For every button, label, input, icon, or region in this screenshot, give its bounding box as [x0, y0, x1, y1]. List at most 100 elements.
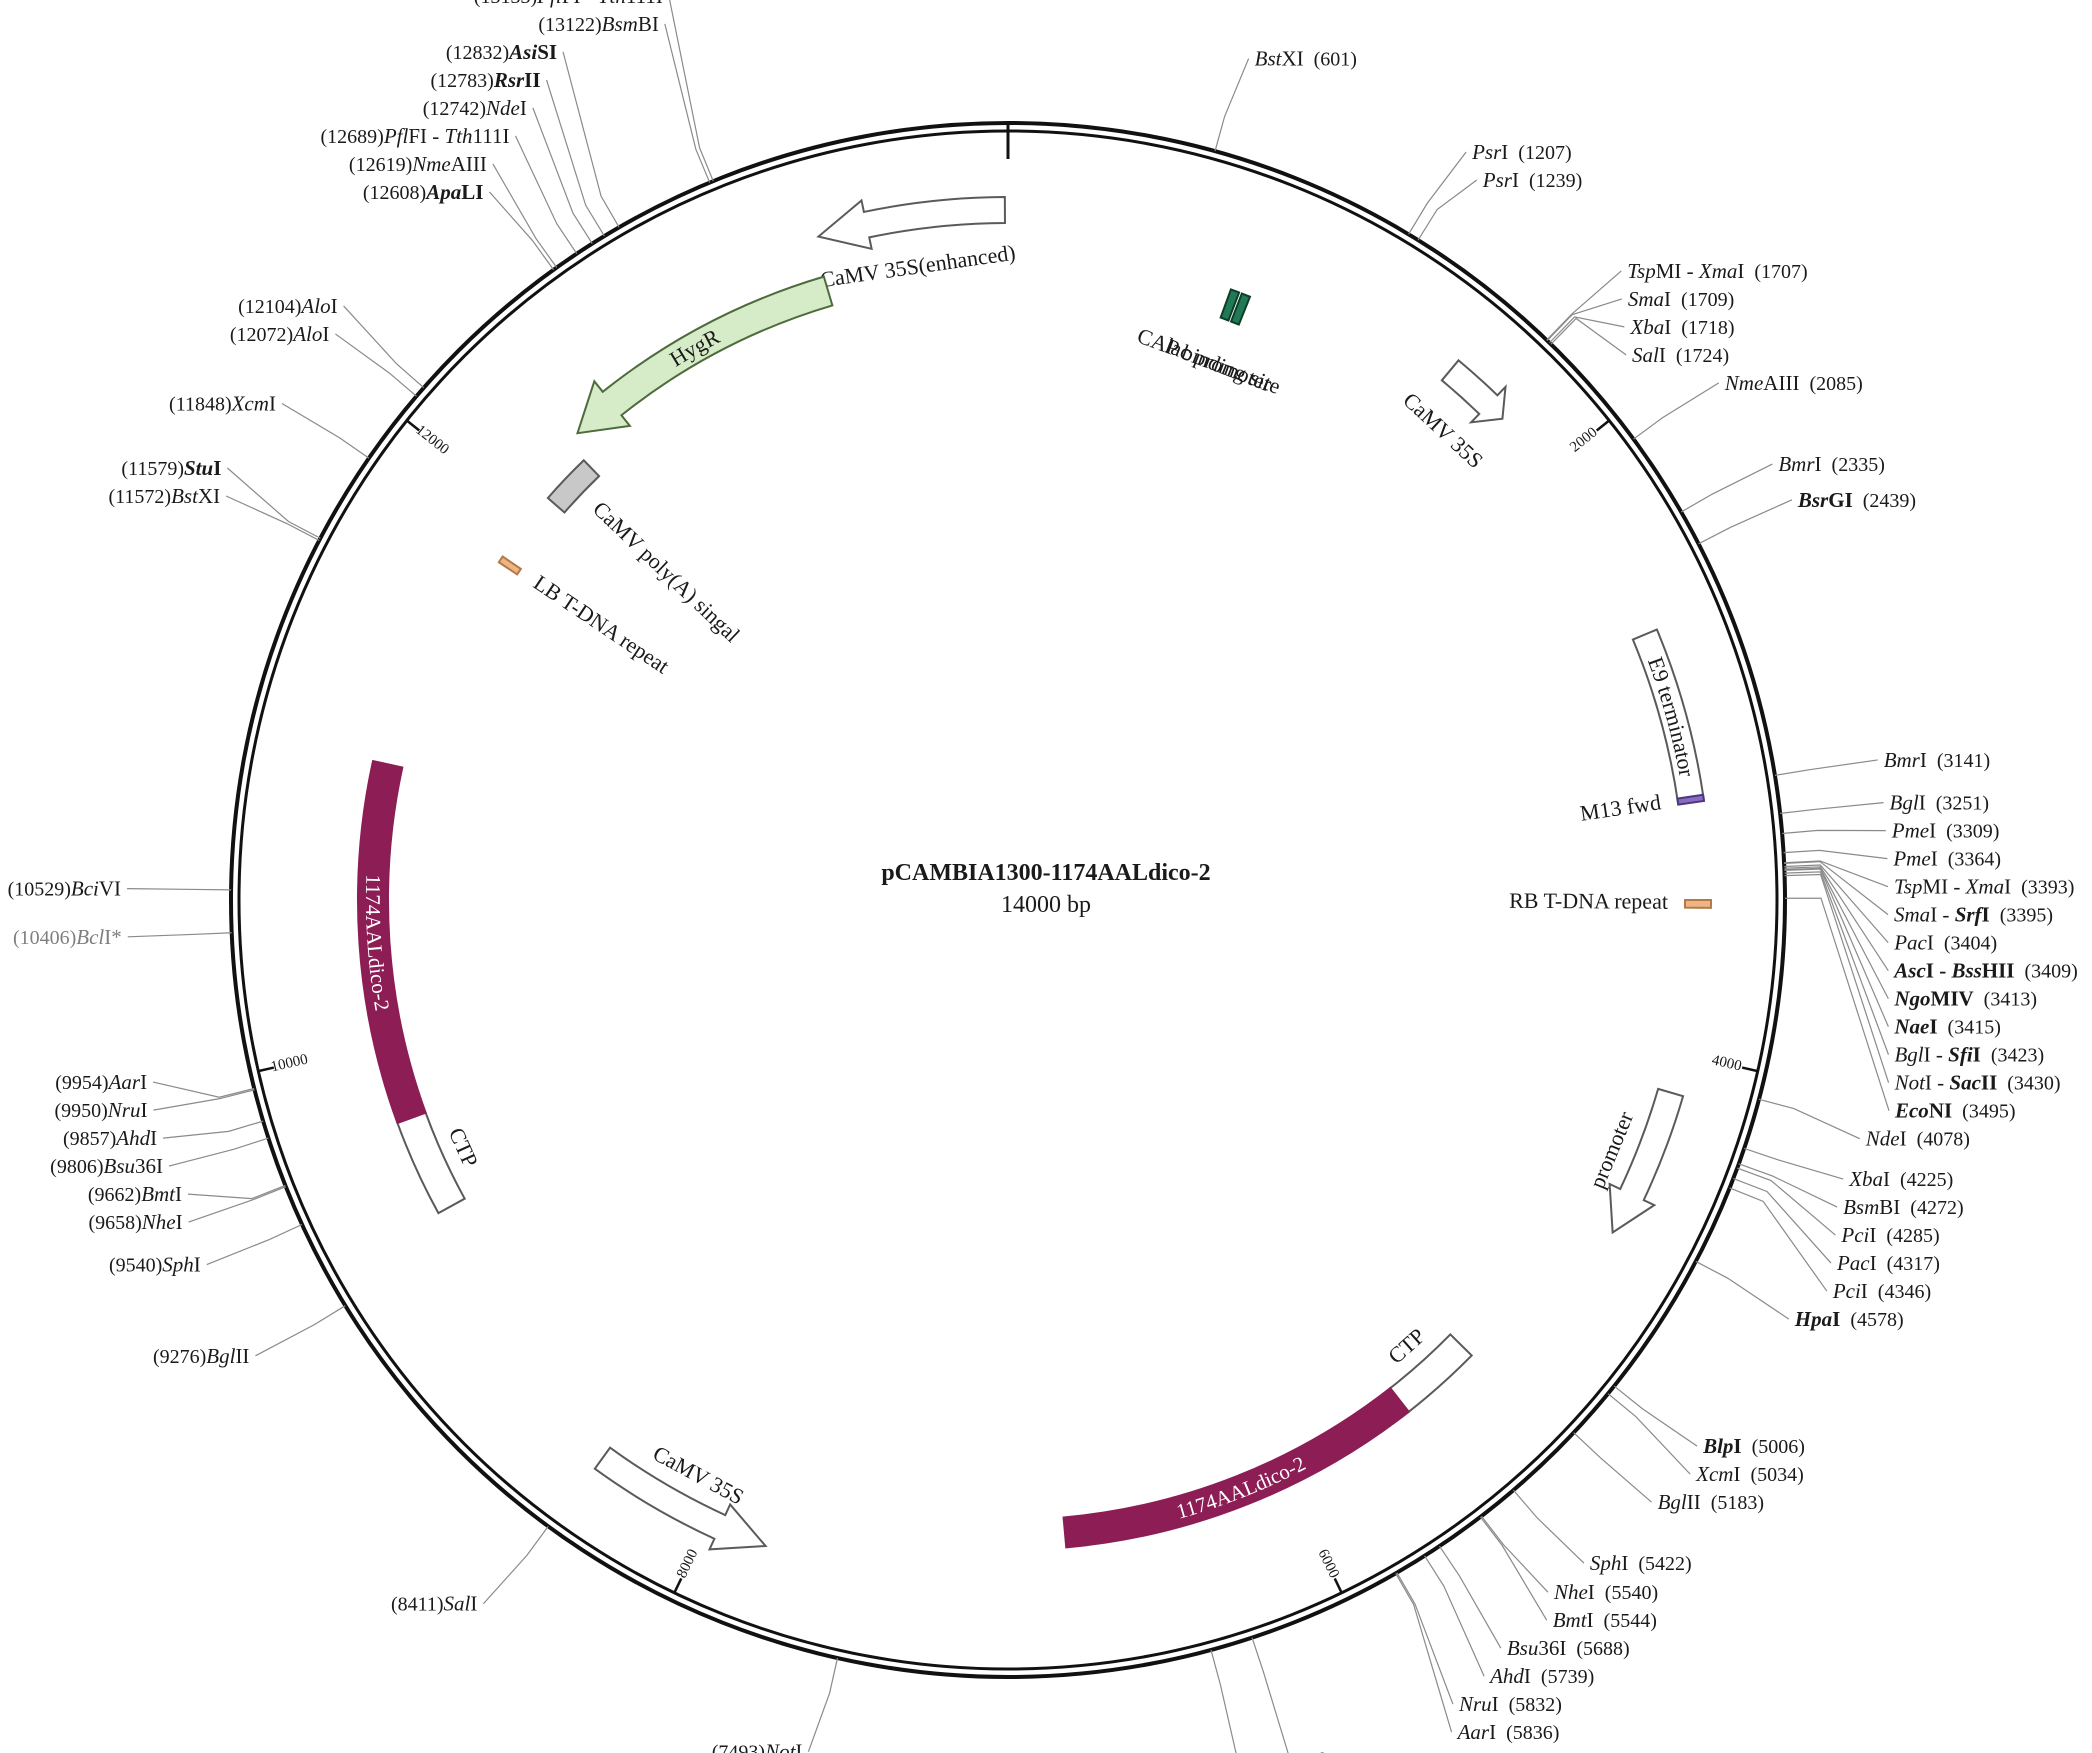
site-bmti: BmtI(5544) — [1479, 1516, 1657, 1632]
site-label: (9658)NheI — [88, 1210, 182, 1234]
leader-line — [1738, 1163, 1838, 1208]
site-econi: EcoNI(3495) — [1784, 897, 2016, 1123]
site-nrui: (9950)NruI — [54, 1089, 255, 1122]
site-xcmi: XcmI(5034) — [1607, 1393, 1804, 1486]
site-label: NruI(5832) — [1458, 1692, 1562, 1716]
site-sali: SalI(1724) — [1550, 317, 1729, 367]
tick-label: 4000 — [1710, 1052, 1743, 1074]
site-label: PacI(4317) — [1836, 1251, 1940, 1275]
site-label: (9857)AhdI — [63, 1126, 157, 1150]
feature-shape — [1683, 899, 1713, 909]
feature-shape — [1676, 793, 1706, 806]
leader-line — [225, 495, 320, 541]
leader-line — [1573, 1432, 1652, 1503]
leader-line — [1613, 1385, 1698, 1447]
leader-line — [514, 135, 578, 254]
leader-line — [1784, 866, 1889, 971]
leader-line — [1784, 873, 1890, 1083]
leader-line — [1417, 179, 1478, 241]
site-ahdi: (9857)AhdI — [63, 1120, 264, 1150]
site-label: EcoNI(3495) — [1894, 1099, 2016, 1123]
leader-line — [482, 1525, 549, 1605]
site-label: (12783)RsrII — [430, 68, 540, 92]
site-nmeaiii: (12619)NmeAIII — [349, 152, 558, 268]
feature-shape — [1229, 292, 1252, 326]
site-label: (7493)NotI — [712, 1740, 803, 1753]
leader-line — [1546, 270, 1622, 341]
site-psri: PsrI(1207) — [1408, 140, 1572, 235]
site-tspmixmai: TspMI - XmaI(3393) — [1784, 860, 2074, 899]
tick-mark — [1595, 419, 1611, 432]
site-label: (12104)AloI — [238, 294, 338, 318]
leader-line — [1783, 849, 1888, 860]
leader-line — [488, 191, 555, 271]
site-label: BglII(5183) — [1658, 1490, 1765, 1514]
site-label: (10406)BclI* — [13, 925, 122, 949]
feature-1174aaldico-2-a: 1174AALdico-2 — [1062, 1386, 1411, 1549]
leader-line — [1550, 317, 1627, 356]
site-label: SalI(1724) — [1632, 343, 1729, 367]
site-nmeaiii: NmeAIII(2085) — [1633, 371, 1863, 440]
site-xbai: XbaI(4225) — [1744, 1147, 1953, 1191]
site-label: BglI(3251) — [1890, 791, 1990, 815]
feature-label: CaMV 35S(enhanced) — [819, 240, 1017, 292]
feature-label: RB T-DNA repeat — [1509, 888, 1668, 914]
tick-mark — [1333, 1577, 1343, 1594]
leader-line — [1210, 1649, 1237, 1753]
site-label: PmeI(3309) — [1891, 819, 2000, 843]
tick-label: 8000 — [674, 1547, 701, 1581]
leader-line — [1680, 463, 1773, 513]
leader-line — [669, 0, 714, 182]
site-bmri: BmrI(3141) — [1774, 748, 1990, 776]
site-label: (10529)BciVI — [8, 877, 121, 901]
feature-shape — [1608, 1087, 1685, 1235]
site-label: (13122)BsmBI — [538, 12, 659, 36]
feature-camv35s-enhanced: CaMV 35S(enhanced) — [816, 196, 1017, 292]
tick-label: 2000 — [1567, 424, 1600, 455]
site-label: HpaI(4578) — [1794, 1307, 1904, 1331]
leader-line — [1784, 867, 1889, 999]
leader-line — [1780, 802, 1884, 814]
site-bstxi: BstXI(601) — [1214, 47, 1357, 152]
site-pflfitth111i: (13133)PflFI - Tth111I — [474, 0, 714, 182]
site-noti: (7493)NotI — [712, 1657, 839, 1753]
tick-label: 12000 — [412, 422, 451, 458]
feature-shape — [357, 759, 427, 1125]
site-tspmixmai: TspMI - XmaI(1707) — [1546, 259, 1808, 341]
site-pmei: PmeI(3364) — [1783, 847, 2001, 871]
site-label: (8411)SalI — [391, 1592, 477, 1616]
leader-line — [335, 333, 417, 397]
site-nhei: (9658)NheI — [88, 1186, 287, 1234]
leader-line — [1784, 897, 1890, 1111]
leader-line — [127, 888, 232, 891]
site-bsmbi: BsmBI(4272) — [1738, 1163, 1964, 1219]
site-pflfitth111i: (12689)PflFI - Tth111I — [321, 124, 578, 254]
leader-line — [1396, 1572, 1454, 1705]
leader-line — [1744, 1147, 1844, 1180]
tick-mark — [1741, 1066, 1758, 1073]
site-label: AarI(5836) — [1456, 1720, 1560, 1744]
leader-line — [807, 1657, 839, 1752]
feature-shape — [1219, 288, 1241, 322]
leader-line — [1549, 316, 1625, 344]
site-asisi: (12832)AsiSI — [446, 40, 620, 228]
site-label: (12742)NdeI — [423, 96, 527, 120]
leader-line — [188, 1186, 287, 1223]
site-label: (12689)PflFI - Tth111I — [321, 124, 510, 148]
site-paci: PacI(3404) — [1784, 864, 1997, 955]
tick-label: 6000 — [1315, 1547, 1342, 1581]
leader-line — [168, 1137, 269, 1167]
leader-line — [1758, 1098, 1861, 1140]
feature-1174aaldico-2-b: 1174AALdico-2 — [357, 759, 427, 1125]
site-paci: PacI(4317) — [1733, 1178, 1940, 1275]
site-label: BstXI(601) — [1255, 47, 1357, 71]
site-label: NaeI(3415) — [1893, 1015, 2001, 1039]
site-label: TspMI - XmaI(1707) — [1627, 259, 1807, 283]
site-label: (12072)AloI — [230, 322, 330, 346]
site-label: AhdI(5739) — [1488, 1664, 1594, 1688]
leader-line — [1733, 1178, 1832, 1264]
site-rsrii: (12783)RsrII — [430, 68, 605, 237]
site-label: PacI(3404) — [1893, 931, 1997, 955]
site-hpai: HpaI(4578) — [1695, 1260, 1904, 1331]
